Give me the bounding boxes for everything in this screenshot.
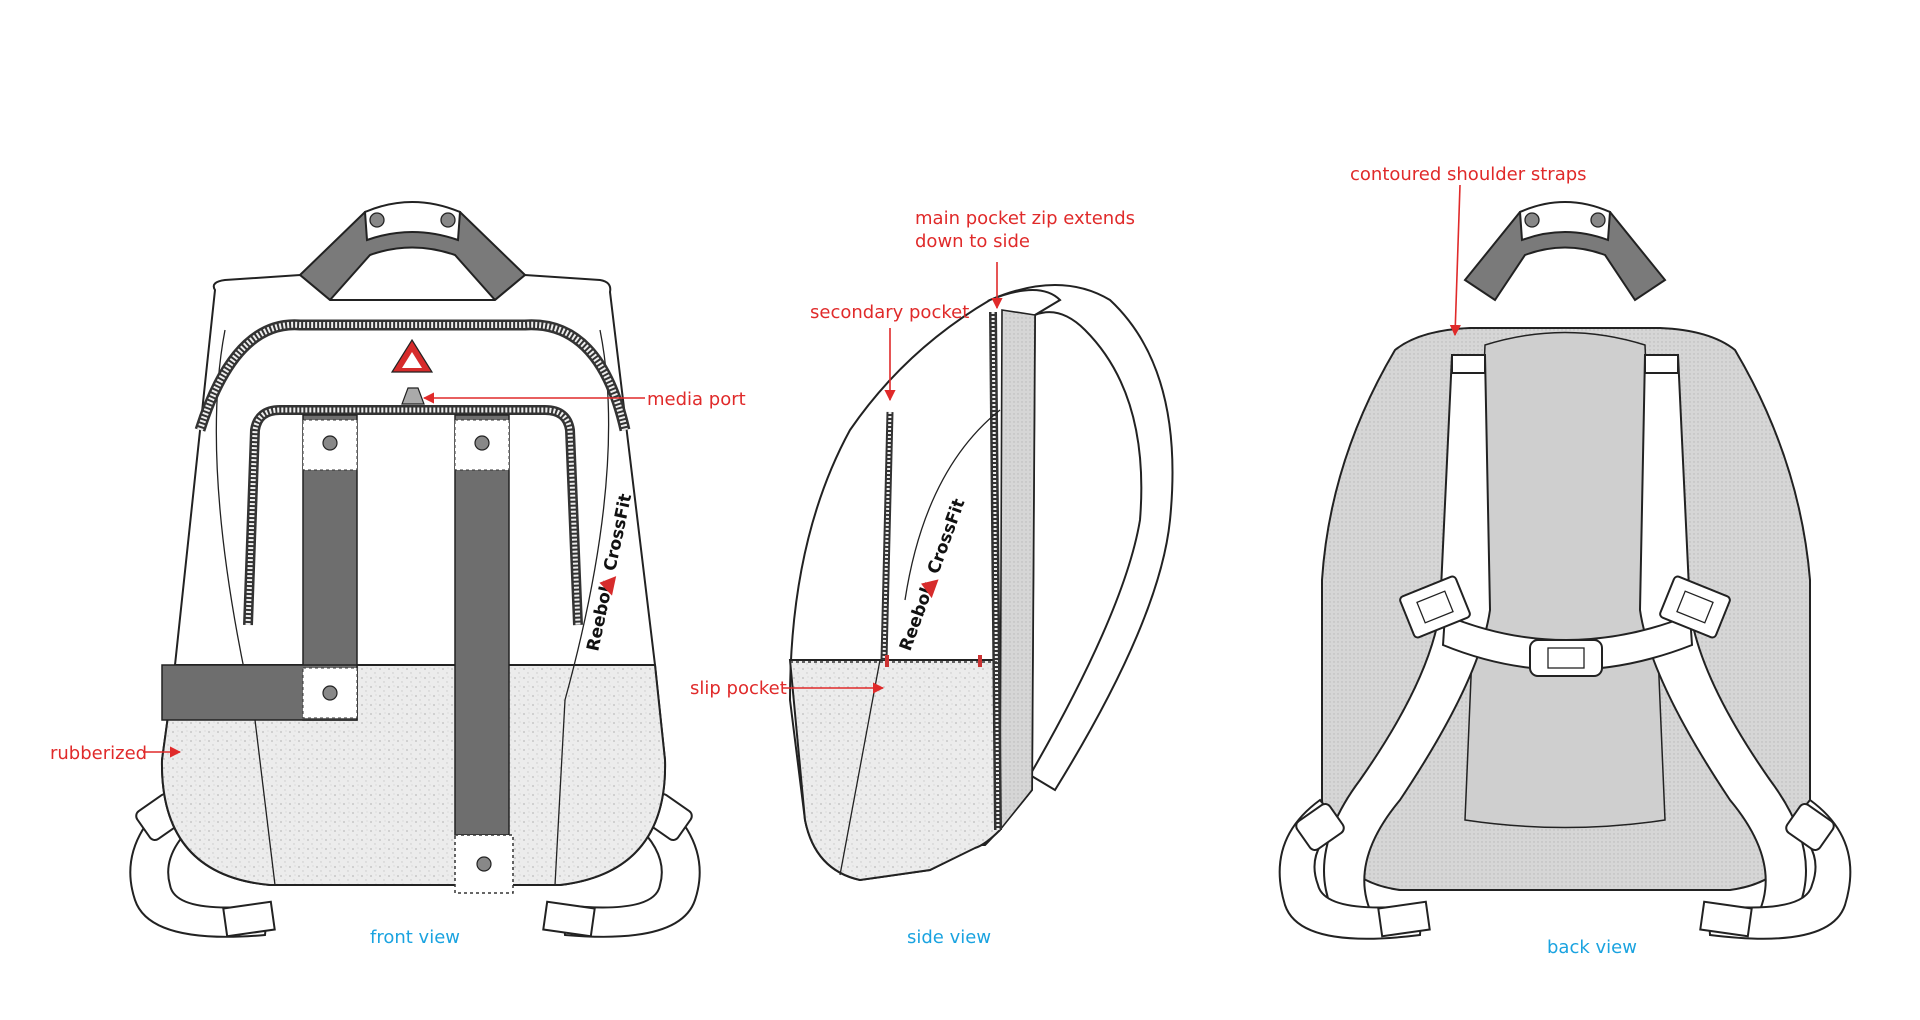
callout-slip-pocket: slip pocket [690, 678, 787, 699]
callout-secondary-pocket: secondary pocket [810, 302, 969, 323]
back-padding-panel [1464, 331, 1666, 829]
side-pocket-curve [904, 409, 1001, 601]
side-shoulder-strap [987, 284, 1174, 792]
front-rubber-seam-right [554, 699, 566, 886]
front-view: Reebok CrossFit [129, 201, 701, 938]
front-handle-rivet-right [440, 212, 456, 228]
back-strap-top-right [1644, 354, 1679, 374]
back-handle-cap [1518, 201, 1612, 242]
back-buckle-lower-left [1295, 802, 1345, 852]
side-back-mesh [999, 309, 1036, 833]
front-secondary-zip [243, 405, 583, 626]
front-brand-text-triangle-icon [599, 576, 617, 596]
back-lower-loop-right-tip [1699, 900, 1753, 938]
back-sternum-buckle-inner [1547, 647, 1585, 669]
back-lower-loop-left-tip [1377, 900, 1431, 938]
side-rubber-seam [839, 659, 881, 876]
side-brand-text-triangle-icon [921, 579, 939, 599]
shoulder-straps-arrow [1449, 184, 1461, 337]
side-secondary-zip-teeth [882, 411, 892, 661]
front-strap-right-tip [542, 900, 596, 938]
callout-rubberized: rubberized [50, 743, 147, 764]
front-main-zip-teeth [197, 321, 628, 431]
side-view: Reebok CrossFit [788, 284, 1174, 882]
back-view [1278, 201, 1852, 940]
media-port-icon [401, 387, 425, 405]
side-slip-tab-2 [978, 655, 982, 667]
callout-main-pocket-line1: main pocket zip extends [915, 208, 1135, 229]
back-sternum-slider-right-inner [1676, 590, 1714, 624]
front-rivet-1 [322, 435, 338, 451]
front-handle-cap [363, 201, 462, 242]
label-front-view: front view [370, 927, 460, 948]
callout-main-pocket-line2: down to side [915, 231, 1030, 252]
front-side-seam-left [215, 329, 256, 721]
back-handle-rivet-left [1524, 212, 1540, 228]
front-strap-left-tip [222, 900, 276, 938]
front-webbing-right [454, 414, 510, 836]
label-side-view: side view [907, 927, 991, 948]
front-rivet-2 [474, 435, 490, 451]
back-sternum-slider-left-inner [1416, 590, 1454, 624]
label-back-view: back view [1547, 937, 1637, 958]
side-main-zip [989, 311, 1002, 831]
front-handle-rivet-left [369, 212, 385, 228]
callout-shoulder-straps: contoured shoulder straps [1350, 164, 1587, 185]
side-rubber-panel [788, 659, 1002, 882]
back-buckle-lower-right [1785, 802, 1835, 852]
side-slip-tab-1 [885, 655, 889, 667]
back-strap-top-left [1451, 354, 1486, 374]
callout-media-port: media port [647, 389, 746, 410]
front-rivet-4 [476, 856, 492, 872]
front-rivet-3 [322, 685, 338, 701]
callout-arrows [143, 184, 1461, 758]
front-brand-triangle-inner-icon [402, 352, 422, 368]
back-handle-rivet-right [1590, 212, 1606, 228]
front-rubber-seam-left [254, 719, 276, 886]
